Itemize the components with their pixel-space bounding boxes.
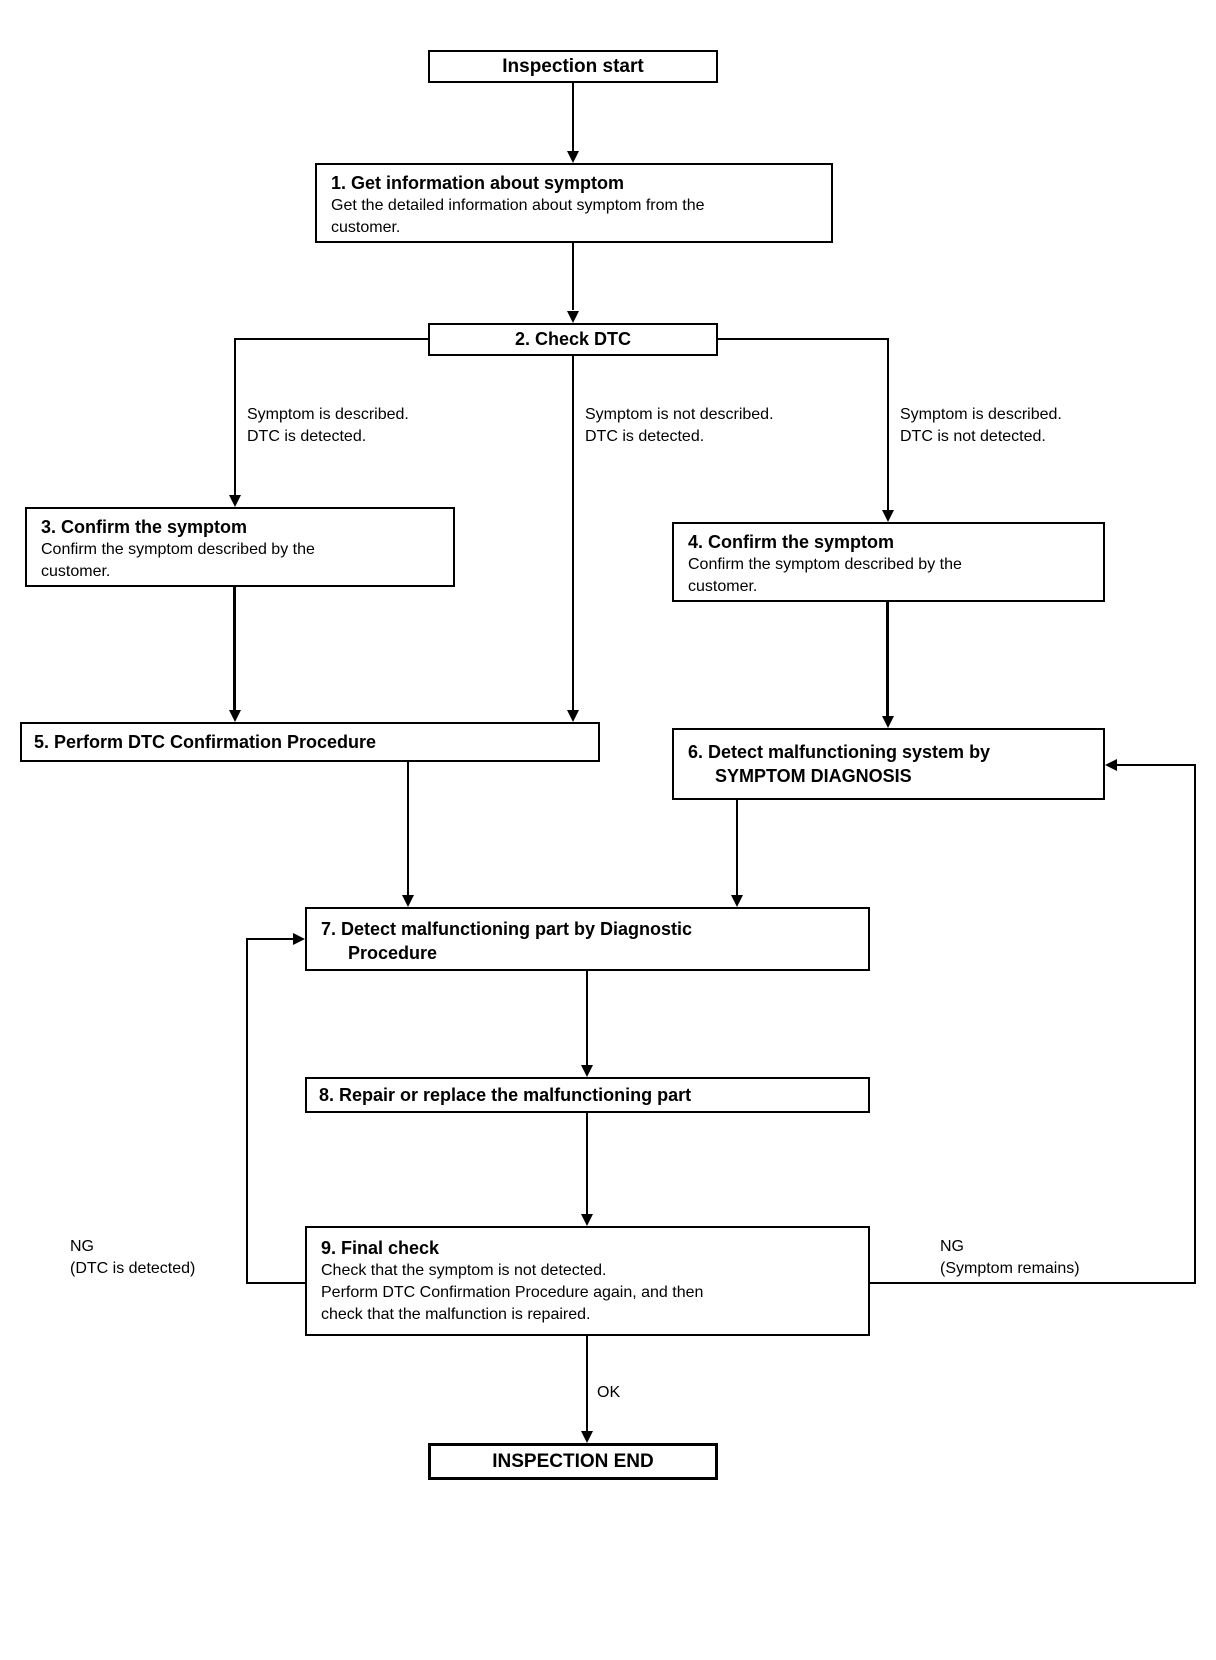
node-step9-body-line1: Check that the symptom is not detected. [321, 1262, 607, 1279]
arrowhead-step5-step7 [402, 895, 414, 907]
node-step2: 2. Check DTC [428, 323, 718, 356]
node-step2-title: 2. Check DTC [514, 329, 632, 349]
node-step6-title-line1: 6. Detect malfunctioning system by [688, 742, 991, 762]
connector-step2-right-v [887, 338, 889, 510]
connector-step3-step5 [233, 587, 236, 710]
connector-ng-left-bottom [247, 1282, 305, 1284]
node-step6-title-line2: SYMPTOM DIAGNOSIS [715, 766, 912, 786]
node-step8-title: 8. Repair or replace the malfunctioning … [319, 1084, 692, 1105]
node-step4-body-line2: customer. [688, 578, 758, 595]
branch-left-line1: Symptom is described. [247, 406, 409, 423]
arrowhead-step1-step2 [567, 311, 579, 323]
node-step9-body-line2: Perform DTC Confirmation Procedure again… [321, 1284, 704, 1301]
arrowhead-ng-left-step7 [293, 933, 305, 945]
node-step9-title: 9. Final check [321, 1238, 440, 1258]
connector-step5-step7 [407, 762, 409, 895]
connector-ng-right-v [1194, 764, 1196, 1284]
node-step4: 4. Confirm the symptom Confirm the sympt… [672, 522, 1105, 602]
connector-step2-middle-v [572, 356, 574, 710]
connector-ng-right-bottom [870, 1282, 1196, 1284]
connector-ng-left-v [246, 938, 248, 1284]
connector-step2-right-h [718, 338, 889, 340]
ng-left-line1: NG [70, 1238, 94, 1255]
arrowhead-step4-step6 [882, 716, 894, 728]
node-inspection-end: INSPECTION END [428, 1443, 718, 1480]
arrowhead-ng-right-step6 [1105, 759, 1117, 771]
connector-start-step1 [572, 83, 574, 151]
connector-step4-step6 [886, 602, 889, 716]
arrowhead-step6-step7 [731, 895, 743, 907]
node-step6: 6. Detect malfunctioning system by SYMPT… [672, 728, 1105, 800]
edge-label-branch-right: Symptom is described. DTC is not detecte… [900, 404, 1062, 448]
arrowhead-step2-step5 [567, 710, 579, 722]
arrowhead-step9-end [581, 1431, 593, 1443]
connector-step6-step7 [736, 800, 738, 895]
node-step8: 8. Repair or replace the malfunctioning … [305, 1077, 870, 1113]
node-step7: 7. Detect malfunctioning part by Diagnos… [305, 907, 870, 971]
node-step3-body-line2: customer. [41, 563, 111, 580]
edge-label-branch-middle: Symptom is not described. DTC is detecte… [585, 404, 774, 448]
node-step4-title: 4. Confirm the symptom [688, 532, 895, 552]
arrowhead-step3-step5 [229, 710, 241, 722]
node-step5: 5. Perform DTC Confirmation Procedure [20, 722, 600, 762]
node-inspection-start-label: Inspection start [502, 55, 644, 77]
ng-left-line2: (DTC is detected) [70, 1260, 196, 1277]
connector-step7-step8 [586, 971, 588, 1065]
node-step5-title: 5. Perform DTC Confirmation Procedure [34, 731, 377, 752]
node-inspection-end-label: INSPECTION END [492, 1450, 654, 1472]
branch-middle-line2: DTC is detected. [585, 428, 705, 445]
arrowhead-step8-step9 [581, 1214, 593, 1226]
connector-step2-left-v [234, 338, 236, 495]
edge-label-ng-left: NG (DTC is detected) [70, 1236, 195, 1280]
node-step1-body-line1: Get the detailed information about sympt… [331, 197, 705, 214]
edge-label-ok: OK [597, 1382, 620, 1404]
ng-right-line1: NG [940, 1238, 964, 1255]
edge-label-ng-right: NG (Symptom remains) [940, 1236, 1080, 1280]
node-step4-body-line1: Confirm the symptom described by the [688, 556, 962, 573]
node-step7-title-line2: Procedure [348, 943, 438, 963]
node-step7-title-line1: 7. Detect malfunctioning part by Diagnos… [321, 919, 693, 939]
node-step1: 1. Get information about symptom Get the… [315, 163, 833, 243]
node-step9-body-line3: check that the malfunction is repaired. [321, 1306, 591, 1323]
arrowhead-step2-step3 [229, 495, 241, 507]
node-step9: 9. Final check Check that the symptom is… [305, 1226, 870, 1336]
arrowhead-step2-step4 [882, 510, 894, 522]
arrowhead-start-step1 [567, 151, 579, 163]
connector-step2-left-h [235, 338, 428, 340]
edge-label-branch-left: Symptom is described. DTC is detected. [247, 404, 409, 448]
node-step1-title: 1. Get information about symptom [331, 173, 625, 193]
branch-left-line2: DTC is detected. [247, 428, 367, 445]
branch-right-line2: DTC is not detected. [900, 428, 1046, 445]
connector-ng-right-top [1117, 764, 1195, 766]
ok-label: OK [597, 1384, 621, 1401]
branch-middle-line1: Symptom is not described. [585, 406, 774, 423]
node-step3: 3. Confirm the symptom Confirm the sympt… [25, 507, 455, 587]
ng-right-line2: (Symptom remains) [940, 1260, 1080, 1277]
node-step1-body-line2: customer. [331, 219, 401, 236]
connector-step1-step2 [572, 243, 574, 310]
connector-step9-end [586, 1336, 588, 1431]
connector-ng-left-top [247, 938, 293, 940]
connector-step8-step9 [586, 1113, 588, 1214]
branch-right-line1: Symptom is described. [900, 406, 1062, 423]
node-step3-title: 3. Confirm the symptom [41, 517, 248, 537]
arrowhead-step7-step8 [581, 1065, 593, 1077]
node-step3-body-line1: Confirm the symptom described by the [41, 541, 315, 558]
node-inspection-start: Inspection start [428, 50, 718, 83]
